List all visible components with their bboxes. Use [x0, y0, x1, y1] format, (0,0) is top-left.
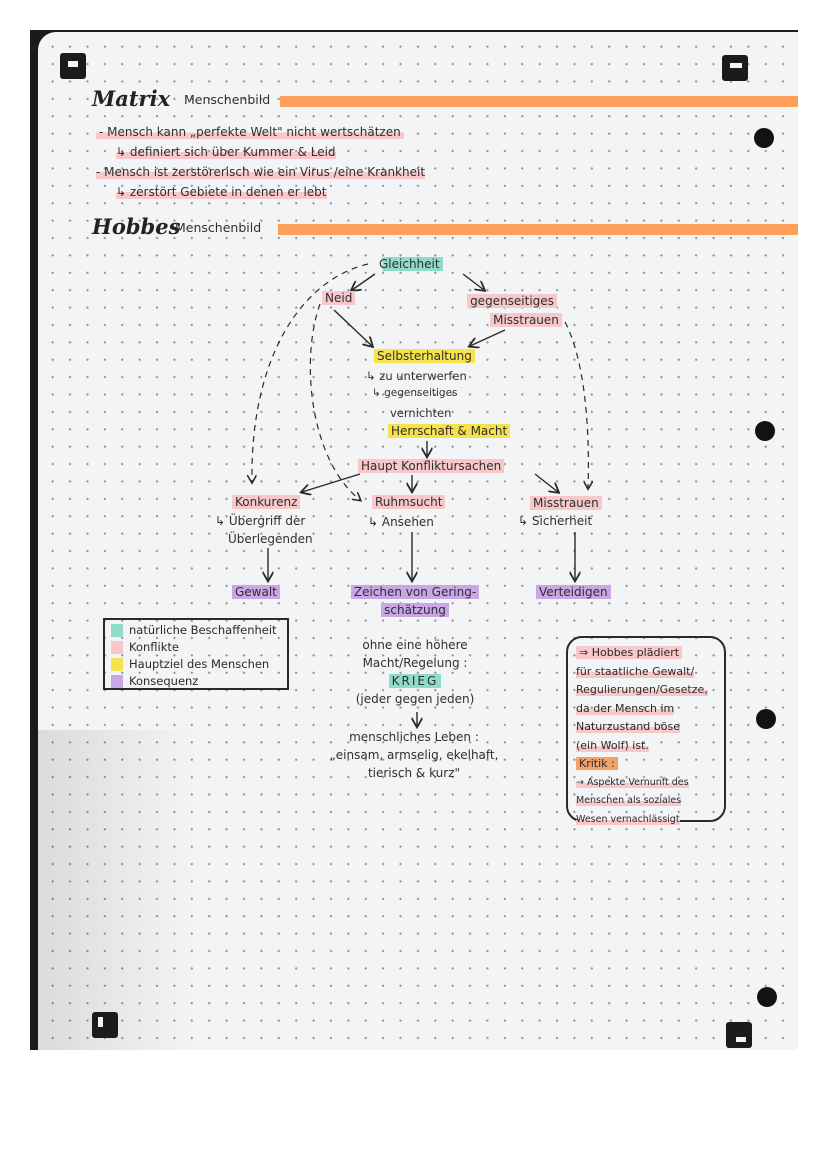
- punch-hole: [756, 709, 776, 729]
- corner-marker-icon: [92, 1012, 118, 1038]
- matrix-line-2: ↳ definiert sich über Kummer & Leid: [116, 145, 336, 159]
- jeder-gegen-jeden: (jeder gegen jeden): [355, 692, 475, 706]
- legend-swatch: [111, 624, 123, 637]
- dotted-notebook-sheet: [38, 32, 798, 1050]
- node-herrschaft: Herrschaft & Macht: [388, 424, 511, 438]
- hobbes-verdict-box: ⇒ Hobbes plädiert für staatliche Gewalt/…: [566, 636, 726, 825]
- punch-hole: [754, 128, 774, 148]
- node-misstrauen: Misstrauen: [530, 496, 602, 510]
- verdict-line: Naturzustand böse: [576, 720, 680, 733]
- punch-hole: [757, 987, 777, 1007]
- ruhmsucht-sub: ↳ Ansehen: [368, 515, 434, 529]
- node-zeichen-1: Zeichen von Gering-: [340, 585, 490, 599]
- hobbes-subtitle: Menschenbild: [175, 220, 262, 235]
- matrix-subtitle: Menschenbild: [184, 92, 271, 107]
- ohne-line-1: ohne eine höhere: [362, 638, 468, 652]
- konkurrenz-sub-1: ↳ Übergriff der: [215, 514, 306, 528]
- punch-hole: [755, 421, 775, 441]
- matrix-line-4: ↳ zerstört Gebiete in denen er lebt: [116, 185, 327, 199]
- legend-swatch: [111, 641, 123, 654]
- matrix-title: Matrix: [92, 86, 171, 111]
- kritik-label: Kritik :: [576, 755, 716, 774]
- node-ruhmsucht: Ruhmsucht: [372, 495, 446, 509]
- node-gleichheit: Gleichheit: [376, 257, 443, 271]
- legend-item: Konsequenz: [109, 673, 283, 690]
- misstrauen-sub: ↳ Sicherheit: [518, 514, 593, 528]
- node-selbsterhaltung: Selbsterhaltung: [374, 349, 475, 363]
- leben-line-3: tierisch & kurz": [367, 766, 461, 780]
- node-gewalt: Gewalt: [232, 585, 280, 599]
- selbsterhaltung-sub-2: ↳ gegenseitiges: [372, 387, 458, 399]
- color-legend: natürliche Beschaffenheit Konflikte Haup…: [103, 618, 289, 690]
- node-krieg: KRIEG: [340, 674, 490, 688]
- node-verteidigen: Verteidigen: [536, 585, 611, 599]
- corner-marker-icon: [726, 1022, 752, 1048]
- legend-item: Hauptziel des Menschen: [109, 656, 283, 673]
- kritik-line: Wesen vernachlässigt: [576, 813, 680, 825]
- verdict-line: Regulierungen/Gesetze,: [576, 683, 708, 696]
- node-gegenseitiges: gegenseitiges: [462, 294, 562, 308]
- hobbes-title: Hobbes: [92, 214, 181, 239]
- leben-line-2: „einsam, armselig, ekelhaft,: [329, 748, 499, 762]
- legend-item: natürliche Beschaffenheit: [109, 622, 283, 639]
- node-konkurrenz: Konkurenz: [232, 495, 301, 509]
- ohne-line-2: Macht/Regelung :: [362, 656, 468, 670]
- legend-swatch: [111, 658, 123, 671]
- node-haupt-konfliktursachen: Haupt Konfliktursachen: [358, 459, 505, 473]
- legend-swatch: [111, 675, 123, 688]
- verdict-line: für staatliche Gewalt/: [576, 664, 695, 678]
- node-zeichen-2: schätzung: [340, 603, 490, 617]
- corner-marker-icon: [722, 55, 748, 81]
- matrix-line-3: - Mensch ist zerstörerisch wie ein Virus…: [96, 165, 426, 179]
- hobbes-heading-bar: [278, 224, 798, 235]
- leben-line-1: menschliches Leben :: [349, 730, 479, 744]
- corner-marker-icon: [60, 53, 86, 79]
- selbsterhaltung-sub-1: ↳ zu unterwerfen: [366, 369, 467, 383]
- kritik-line: Menschen als soziales: [576, 795, 682, 806]
- verdict-line: da der Mensch im: [576, 701, 675, 715]
- konkurrenz-sub-2: Überlegenden: [228, 532, 313, 546]
- node-neid: Neid: [322, 291, 356, 305]
- verdict-line: (ein Wolf) ist.: [576, 738, 649, 752]
- node-misstrauen-top: Misstrauen: [476, 313, 576, 327]
- legend-item: Konflikte: [109, 639, 283, 656]
- verdict-line: ⇒ Hobbes plädiert: [576, 644, 716, 663]
- kritik-line: → Aspekte Vernunft des: [576, 776, 689, 788]
- matrix-heading-bar: [280, 96, 798, 107]
- matrix-line-1: - Mensch kann „perfekte Welt" nicht wert…: [96, 125, 404, 139]
- selbsterhaltung-sub-3: vernichten: [390, 406, 452, 420]
